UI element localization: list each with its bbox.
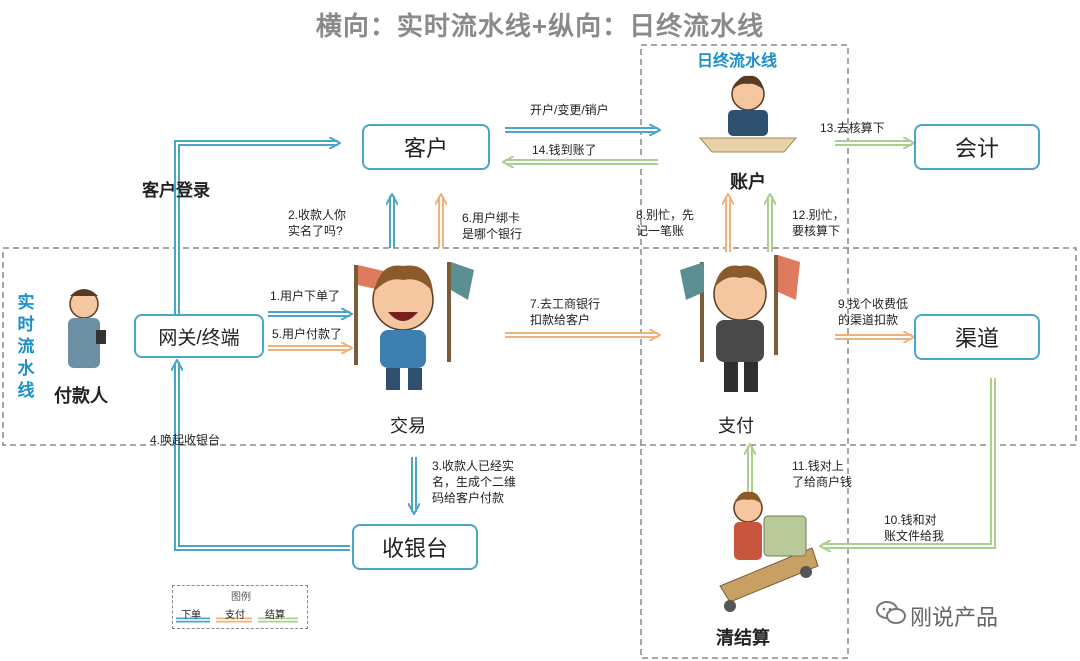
edge-13-label: 13.去核算下 <box>820 121 885 135</box>
edge-10-label: 10.钱和对 账文件给我 <box>884 513 945 543</box>
node-gateway: 网关/终端 <box>134 314 264 358</box>
edge-14-label: 14.钱到账了 <box>532 143 597 157</box>
legend-settle: 结算 <box>265 610 285 621</box>
edge-2-label: 2.收款人你 实名了吗? <box>288 208 347 238</box>
account-figure <box>698 75 798 153</box>
wechat-icon <box>876 601 906 624</box>
legend-order: 下单 <box>181 610 201 621</box>
legend-pay: 支付 <box>225 610 245 621</box>
watermark-text: 刚说产品 <box>910 605 999 630</box>
edge-6-label: 6.用户绑卡 是哪个银行 <box>462 211 523 241</box>
node-customer: 客户 <box>362 124 490 170</box>
role-payer: 付款人 <box>54 386 108 406</box>
edge-1-label: 1.用户下单了 <box>270 289 341 303</box>
edge-12-label: 12.别忙， 要核算下 <box>792 208 845 238</box>
arrow-4 <box>174 362 350 551</box>
legend-title: 图例 <box>231 592 251 603</box>
realtime-region-label: 实 时 流 水 线 <box>17 293 35 400</box>
edge-5-label: 5.用户付款了 <box>272 327 343 341</box>
edge-11-label: 11.钱对上 了给商户钱 <box>792 459 853 489</box>
daily-region <box>640 44 849 659</box>
edge-8-label: 8.别忙，先 记一笔账 <box>636 208 695 238</box>
clearing-figure <box>719 491 819 612</box>
edge-open-label: 开户/变更/销户 <box>530 103 609 117</box>
role-clearing: 清结算 <box>716 628 770 648</box>
edge-9-label: 9.找个收费低 的渠道扣款 <box>838 297 909 327</box>
edge-7-label: 7.去工商银行 扣款给客户 <box>530 297 601 327</box>
node-channel: 渠道 <box>914 314 1040 360</box>
node-accounting: 会计 <box>914 124 1040 170</box>
role-account: 账户 <box>730 172 766 192</box>
payer-figure <box>68 289 106 368</box>
daily-region-label: 日终流水线 <box>697 53 778 70</box>
node-cashier: 收银台 <box>352 524 478 570</box>
trade-figure <box>354 262 474 390</box>
realtime-region <box>2 247 1077 446</box>
role-trade: 交易 <box>390 416 426 436</box>
legend: 图例 下单 支付 结算 <box>172 585 308 629</box>
edge-login-label: 客户登录 <box>142 181 210 200</box>
edge-4-label: 4.唤起收银台 <box>150 433 221 447</box>
payment-figure <box>680 255 800 392</box>
role-payment: 支付 <box>718 416 754 436</box>
diagram-title: 横向：实时流水线+纵向：日终流水线 <box>315 11 765 41</box>
edge-3-label: 3.收款人已经实 名，生成个二维 码给客户付款 <box>432 459 517 505</box>
